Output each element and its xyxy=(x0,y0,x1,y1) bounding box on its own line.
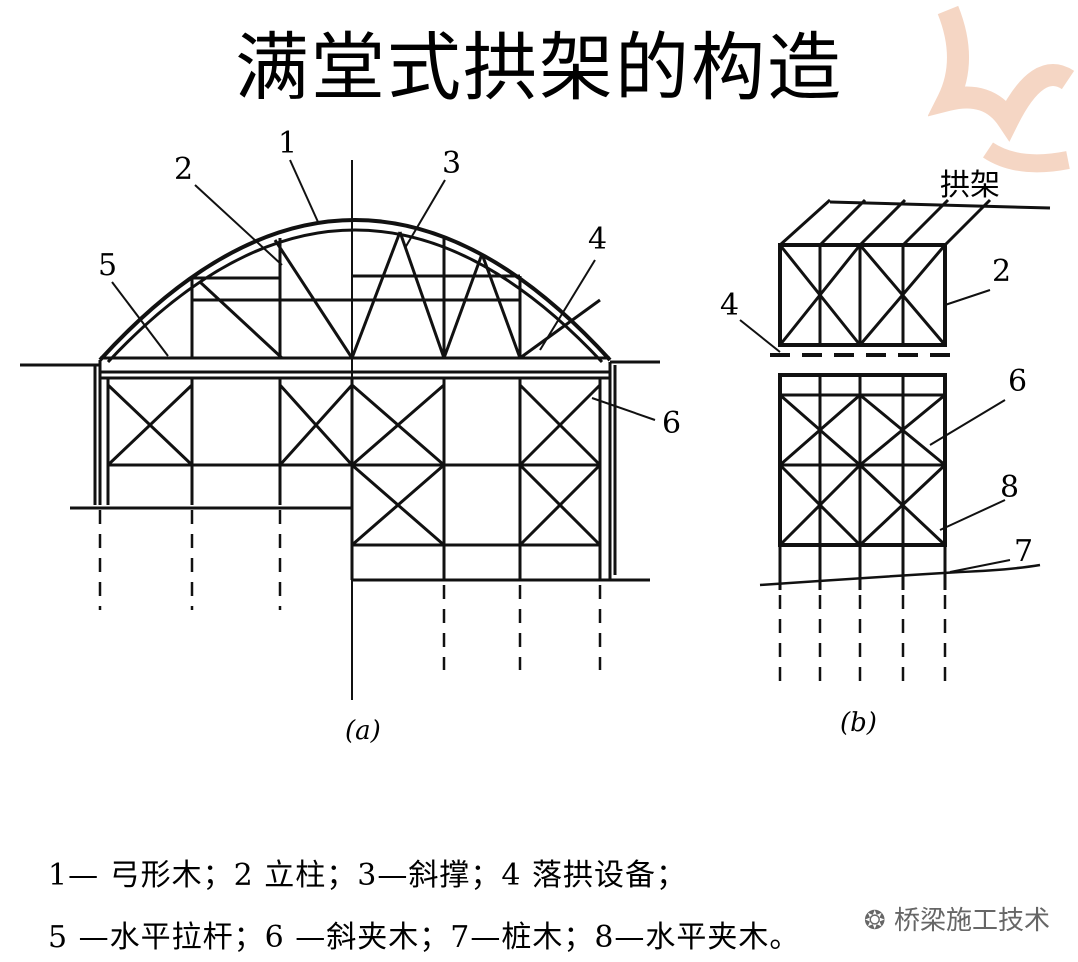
label-a: (a) xyxy=(345,716,381,746)
callout-b8: 8 xyxy=(1000,470,1020,505)
callout-5: 5 xyxy=(98,248,118,283)
watermark: ❂ 桥梁施工技术 xyxy=(864,900,1050,937)
watermark-text: 桥梁施工技术 xyxy=(893,906,1050,936)
callout-4: 4 xyxy=(588,222,608,257)
page-title: 满堂式拱架的构造 xyxy=(235,25,843,111)
legend-line-1: 1— 弓形木；2 立柱；3—斜撑；4 落拱设备； xyxy=(48,858,687,893)
callout-6: 6 xyxy=(662,406,682,441)
callout-3: 3 xyxy=(442,146,462,181)
arch-rib xyxy=(98,218,612,362)
wechat-icon: ❂ xyxy=(863,906,894,936)
arch-frame-label: 拱架 xyxy=(940,168,1000,203)
corner-decoration xyxy=(927,0,1078,180)
callout-b4: 4 xyxy=(720,288,740,323)
label-b: (b) xyxy=(840,708,877,738)
legend-line-2: 5 —水平拉杆；6 —斜夹木；7—桩木；8—水平夹木。 xyxy=(48,920,801,955)
callout-b2: 2 xyxy=(992,254,1012,289)
callout-b7: 7 xyxy=(1014,534,1034,569)
callout-1: 1 xyxy=(278,126,298,161)
callout-2: 2 xyxy=(174,152,194,187)
callout-b6: 6 xyxy=(1008,364,1028,399)
arch-rib-inner xyxy=(106,228,604,364)
